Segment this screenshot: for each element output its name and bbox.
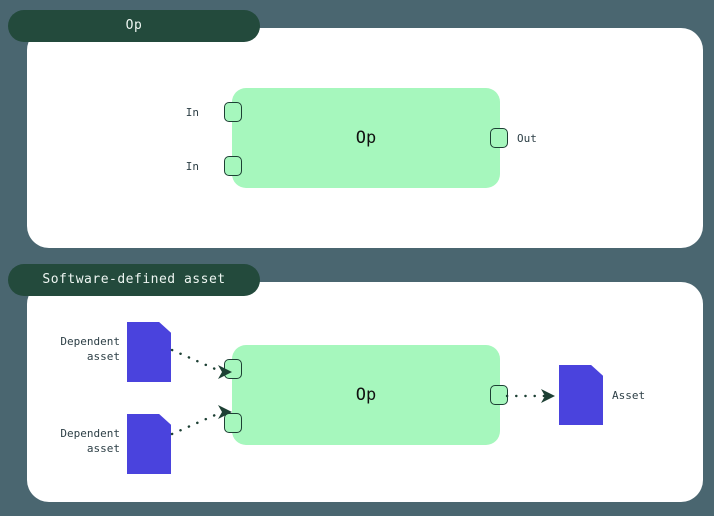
document-icon-dependent-asset-1 — [127, 322, 171, 382]
op-output-port-1-label: Out — [517, 132, 537, 145]
op-box-asset: Op — [232, 345, 500, 445]
dependent-asset-1-label: Dependent asset — [60, 335, 120, 363]
document-icon-dependent-asset-2 — [127, 414, 171, 474]
connector-dependent-asset-2 — [170, 405, 232, 436]
op-input-port-1-label: In — [185, 106, 199, 119]
connector-dependent-asset-1 — [170, 348, 232, 379]
op-input-port-1[interactable] — [224, 102, 242, 122]
op-output-port-1[interactable] — [490, 128, 508, 148]
document-icon-asset — [559, 365, 603, 425]
op-box-asset-label: Op — [355, 385, 377, 405]
dependent-asset-2-label: Dependent asset — [60, 427, 120, 455]
op-box-label: Op — [355, 128, 377, 148]
op-input-port-2[interactable] — [224, 156, 242, 176]
op-box: Op — [232, 88, 500, 188]
connector-output-asset — [505, 389, 555, 403]
asset-op-input-port-2[interactable] — [224, 413, 242, 433]
op-input-port-2-label: In — [185, 160, 199, 173]
asset-label: Asset — [612, 389, 646, 402]
panel-tab-software-defined-asset: Software-defined asset — [8, 264, 260, 296]
panel-tab-op: Op — [8, 10, 260, 42]
